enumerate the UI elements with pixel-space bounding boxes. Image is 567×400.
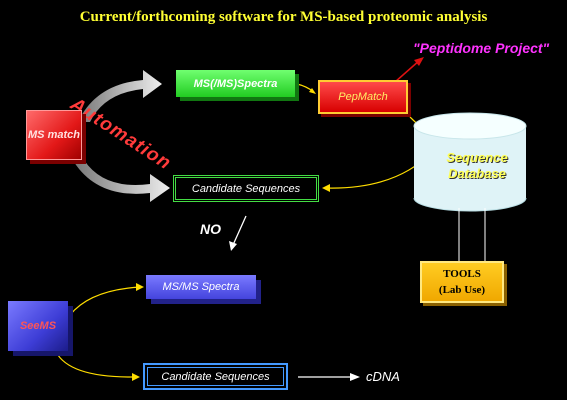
cdna-label: cDNA: [366, 369, 400, 384]
database-cylinder: [413, 112, 527, 212]
curved-arrow-lower: [74, 160, 170, 202]
sequence-database-line1: Sequence: [446, 150, 508, 165]
seems-box: SeeMS: [8, 301, 68, 351]
sequence-database-label: Sequence Database: [432, 150, 522, 182]
curved-arrow-upper: [78, 70, 162, 122]
tools-subtitle: (Lab Use): [438, 284, 486, 296]
link-seems-candidates: [55, 351, 137, 378]
tools-box: TOOLS (Lab Use): [420, 261, 504, 303]
tools-title: TOOLS: [443, 268, 481, 280]
peptidome-project-label: "Peptidome Project": [413, 40, 550, 56]
no-label: NO: [200, 221, 221, 237]
candidate-sequences-bottom-box: Candidate Sequences: [143, 363, 288, 390]
slide-title: Current/forthcoming software for MS-base…: [79, 9, 488, 25]
link-pepmatch-peptidome: [394, 59, 421, 83]
link-no-arrow: [232, 215, 247, 246]
sequence-database-line2: Database: [448, 166, 506, 181]
ms-match-box: MS match: [26, 110, 82, 160]
ms-ms-spectra-bottom-box: MS/MS Spectra: [146, 275, 256, 299]
link-seems-msms: [69, 286, 141, 316]
candidate-sequences-top-box: Candidate Sequences: [173, 175, 319, 202]
ms-ms-spectra-top-box: MS(/MS)Spectra: [176, 70, 295, 97]
pepmatch-box: PepMatch: [318, 80, 408, 114]
